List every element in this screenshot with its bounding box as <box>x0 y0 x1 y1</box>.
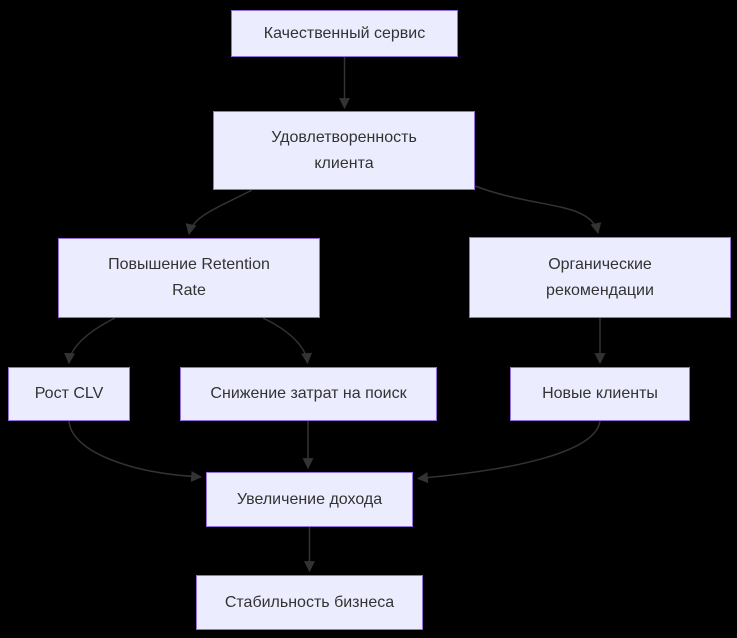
edge-g-h <box>416 420 601 484</box>
node-new-customers-label: Новые клиенты <box>542 385 658 403</box>
node-organic-referrals-label: Органические рекомендации <box>546 255 654 299</box>
node-business-stability-label: Стабильность бизнеса <box>224 593 395 611</box>
node-business-stability: Стабильность бизнеса <box>196 575 423 630</box>
node-lower-acquisition-cost: Снижение затрат на поиск <box>180 367 437 421</box>
node-customer-satisfaction: Удовлетворенность клиента <box>213 111 475 190</box>
node-retention-rate: Повышение Retention Rate <box>58 238 320 318</box>
edge-c-e <box>64 317 116 365</box>
edge-c-f <box>262 317 313 365</box>
node-lower-acquisition-cost-label: Снижение затрат на поиск <box>210 385 407 403</box>
node-organic-referrals: Органические рекомендации <box>469 237 731 318</box>
node-customer-satisfaction-label: Удовлетворенность клиента <box>271 128 417 172</box>
node-quality-service-label: Качественный сервис <box>263 24 426 42</box>
edge-b-d <box>474 185 602 235</box>
node-revenue-increase-label: Увеличение дохода <box>236 490 383 508</box>
edge-e-h <box>68 420 203 482</box>
node-new-customers: Новые клиенты <box>510 367 690 421</box>
node-retention-rate-label: Повышение Retention Rate <box>108 256 270 299</box>
edge-b-c <box>185 189 253 236</box>
node-quality-service: Качественный сервис <box>231 10 458 57</box>
node-clv-growth: Рост CLV <box>8 367 130 421</box>
node-revenue-increase: Увеличение дохода <box>206 472 413 527</box>
node-clv-growth-label: Рост CLV <box>34 385 104 403</box>
